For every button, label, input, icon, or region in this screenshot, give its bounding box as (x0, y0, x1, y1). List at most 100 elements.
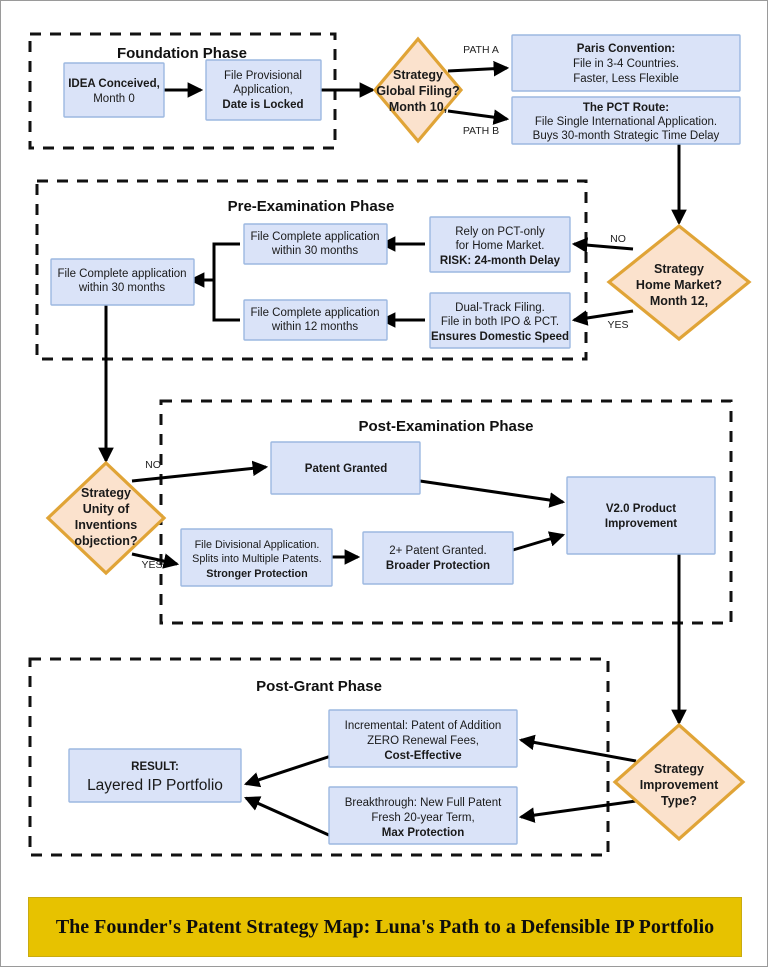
edge-label-home-yes: YES (607, 319, 628, 331)
node-divisional-line-0: File Divisional Application. (195, 539, 320, 551)
node-dual-track-line-0: Dual-Track Filing. (455, 302, 545, 314)
node-breakthrough[interactable]: Breakthrough: New Full Patent Fresh 20-y… (328, 786, 518, 845)
node-pct-line-0: The PCT Route: (583, 102, 669, 114)
node-two-plus-patents[interactable]: 2+ Patent Granted. Broader Protection (362, 531, 514, 585)
node-patent-granted[interactable]: Patent Granted (270, 441, 421, 495)
edge-improvement-to-incremental (518, 734, 637, 763)
node-result[interactable]: RESULT: Layered IP Portfolio (68, 748, 242, 803)
node-unity-line-3: objection? (74, 534, 137, 548)
node-global-filing-line-2: Month 10, (389, 100, 447, 114)
node-unity-line-1: Unity of (83, 502, 130, 516)
node-incremental-line-1: ZERO Renewal Fees, (367, 735, 479, 747)
node-breakthrough-line-0: Breakthrough: New Full Patent (345, 797, 502, 809)
edge-improvement-to-breakthrough (518, 799, 637, 823)
node-paris-line-0: Paris Convention: (577, 43, 675, 55)
node-pct-only-line-2: RISK: 24-month Delay (440, 255, 561, 267)
node-global-filing[interactable]: Strategy Global Filing? Month 10, (372, 36, 464, 144)
edge-label-path-a: PATH A (463, 44, 499, 56)
edge-label-home-no: NO (610, 233, 626, 245)
edge-complete-30-to-merge (188, 242, 240, 288)
phase-title-foundation: Foundation Phase (117, 45, 247, 62)
node-two-plus-line-1: Broader Protection (386, 560, 490, 572)
edge-incremental-to-result (243, 754, 332, 788)
node-paris-convention[interactable]: Paris Convention: File in 3-4 Countries.… (511, 34, 741, 92)
node-improvement-type[interactable]: Strategy Improvement Type? (612, 722, 746, 842)
node-complete-30-left-line-0: File Complete application (57, 268, 186, 280)
node-unity-line-2: Inventions (75, 518, 138, 532)
node-home-market[interactable]: Strategy Home Market? Month 12, (606, 223, 752, 342)
edge-label-path-b: PATH B (463, 125, 499, 137)
node-pct-only-line-1: for Home Market. (456, 240, 545, 252)
node-provisional-line-0: File Provisional (224, 70, 302, 82)
title-banner: The Founder's Patent Strategy Map: Luna'… (28, 897, 742, 957)
title-banner-text: The Founder's Patent Strategy Map: Luna'… (55, 915, 715, 938)
node-improvement-type-line-0: Strategy (654, 762, 704, 776)
edge-label-unity-yes: YES (141, 559, 162, 571)
node-improvement-type-line-1: Improvement (640, 778, 719, 792)
phase-container-post-examination (159, 399, 733, 625)
node-breakthrough-line-2: Max Protection (382, 827, 464, 839)
edge-unity-no-to-patent-granted (131, 460, 269, 483)
phase-title-post-grant: Post-Grant Phase (256, 678, 382, 695)
edge-complete-12-to-merge (212, 280, 240, 322)
phase-container-post-grant (28, 657, 610, 857)
node-dual-track-line-1: File in both IPO & PCT. (441, 316, 559, 328)
node-unity-of-inventions[interactable]: Strategy Unity of Inventions objection? (45, 460, 167, 576)
node-provisional[interactable]: File Provisional Application, Date is Lo… (205, 59, 322, 121)
node-complete-30-left[interactable]: File Complete application within 30 mont… (50, 258, 195, 306)
edge-global-filing-to-paris (447, 60, 510, 77)
node-pct-only-line-0: Rely on PCT-only (455, 226, 545, 238)
node-complete-30-right[interactable]: File Complete application within 30 mont… (243, 223, 388, 265)
edge-patent-granted-to-v2 (419, 479, 566, 508)
node-incremental[interactable]: Incremental: Patent of Addition ZERO Ren… (328, 709, 518, 768)
node-complete-30-right-line-1: within 30 months (271, 245, 359, 257)
node-idea-line-0: IDEA Conceived, (68, 78, 160, 90)
node-complete-12-line-1: within 12 months (271, 321, 359, 333)
node-home-market-line-1: Home Market? (636, 278, 722, 292)
node-paris-line-1: File in 3-4 Countries. (573, 58, 679, 70)
edge-home-market-no-to-pct-only (571, 237, 634, 253)
node-patent-granted-line-0: Patent Granted (305, 463, 387, 475)
node-pct-line-1: File Single International Application. (535, 116, 717, 128)
edge-global-filing-to-pct (447, 109, 510, 125)
node-complete-30-left-line-1: within 30 months (78, 282, 166, 294)
node-incremental-line-2: Cost-Effective (384, 750, 461, 762)
node-divisional-line-2: Stronger Protection (206, 568, 307, 580)
node-global-filing-line-1: Global Filing? (376, 84, 459, 98)
node-pct-route[interactable]: The PCT Route: File Single International… (511, 96, 741, 145)
node-result-line-0: RESULT: (131, 761, 179, 773)
node-improvement-type-line-2: Type? (661, 794, 697, 808)
node-complete-12[interactable]: File Complete application within 12 mont… (243, 299, 388, 341)
node-unity-line-0: Strategy (81, 486, 131, 500)
node-v2-product-improvement[interactable]: V2.0 Product Improvement (566, 476, 716, 555)
node-home-market-line-2: Month 12, (650, 294, 708, 308)
node-pct-only[interactable]: Rely on PCT-only for Home Market. RISK: … (429, 216, 571, 273)
edge-two-plus-to-v2 (512, 531, 566, 552)
node-complete-12-line-0: File Complete application (250, 307, 379, 319)
node-global-filing-line-0: Strategy (393, 68, 443, 82)
node-complete-30-right-line-0: File Complete application (250, 231, 379, 243)
node-idea-line-1: Month 0 (93, 93, 135, 105)
phase-title-pre-examination: Pre-Examination Phase (228, 198, 395, 215)
edge-label-unity-no: NO (145, 459, 161, 471)
node-divisional-line-1: Splits into Multiple Patents. (192, 553, 322, 565)
edge-home-market-yes-to-dual-track (571, 309, 634, 326)
node-pct-line-2: Buys 30-month Strategic Time Delay (533, 130, 720, 142)
node-v2-line-1: Improvement (605, 518, 677, 530)
phase-container-pre-examination (35, 179, 588, 361)
node-idea[interactable]: IDEA Conceived, Month 0 (63, 62, 165, 118)
node-two-plus-line-0: 2+ Patent Granted. (389, 545, 487, 557)
edge-unity-yes-to-divisional (131, 552, 180, 569)
node-dual-track[interactable]: Dual-Track Filing. File in both IPO & PC… (429, 292, 571, 349)
node-dual-track-line-2: Ensures Domestic Speed (431, 331, 569, 343)
node-provisional-line-2: Date is Locked (222, 99, 303, 111)
node-divisional[interactable]: File Divisional Application. Splits into… (180, 528, 333, 587)
node-home-market-line-0: Strategy (654, 262, 704, 276)
node-v2-line-0: V2.0 Product (606, 503, 676, 515)
node-breakthrough-line-1: Fresh 20-year Term, (371, 812, 474, 824)
edge-breakthrough-to-result (244, 796, 332, 838)
phase-title-post-examination: Post-Examination Phase (358, 418, 533, 435)
node-incremental-line-0: Incremental: Patent of Addition (345, 720, 502, 732)
